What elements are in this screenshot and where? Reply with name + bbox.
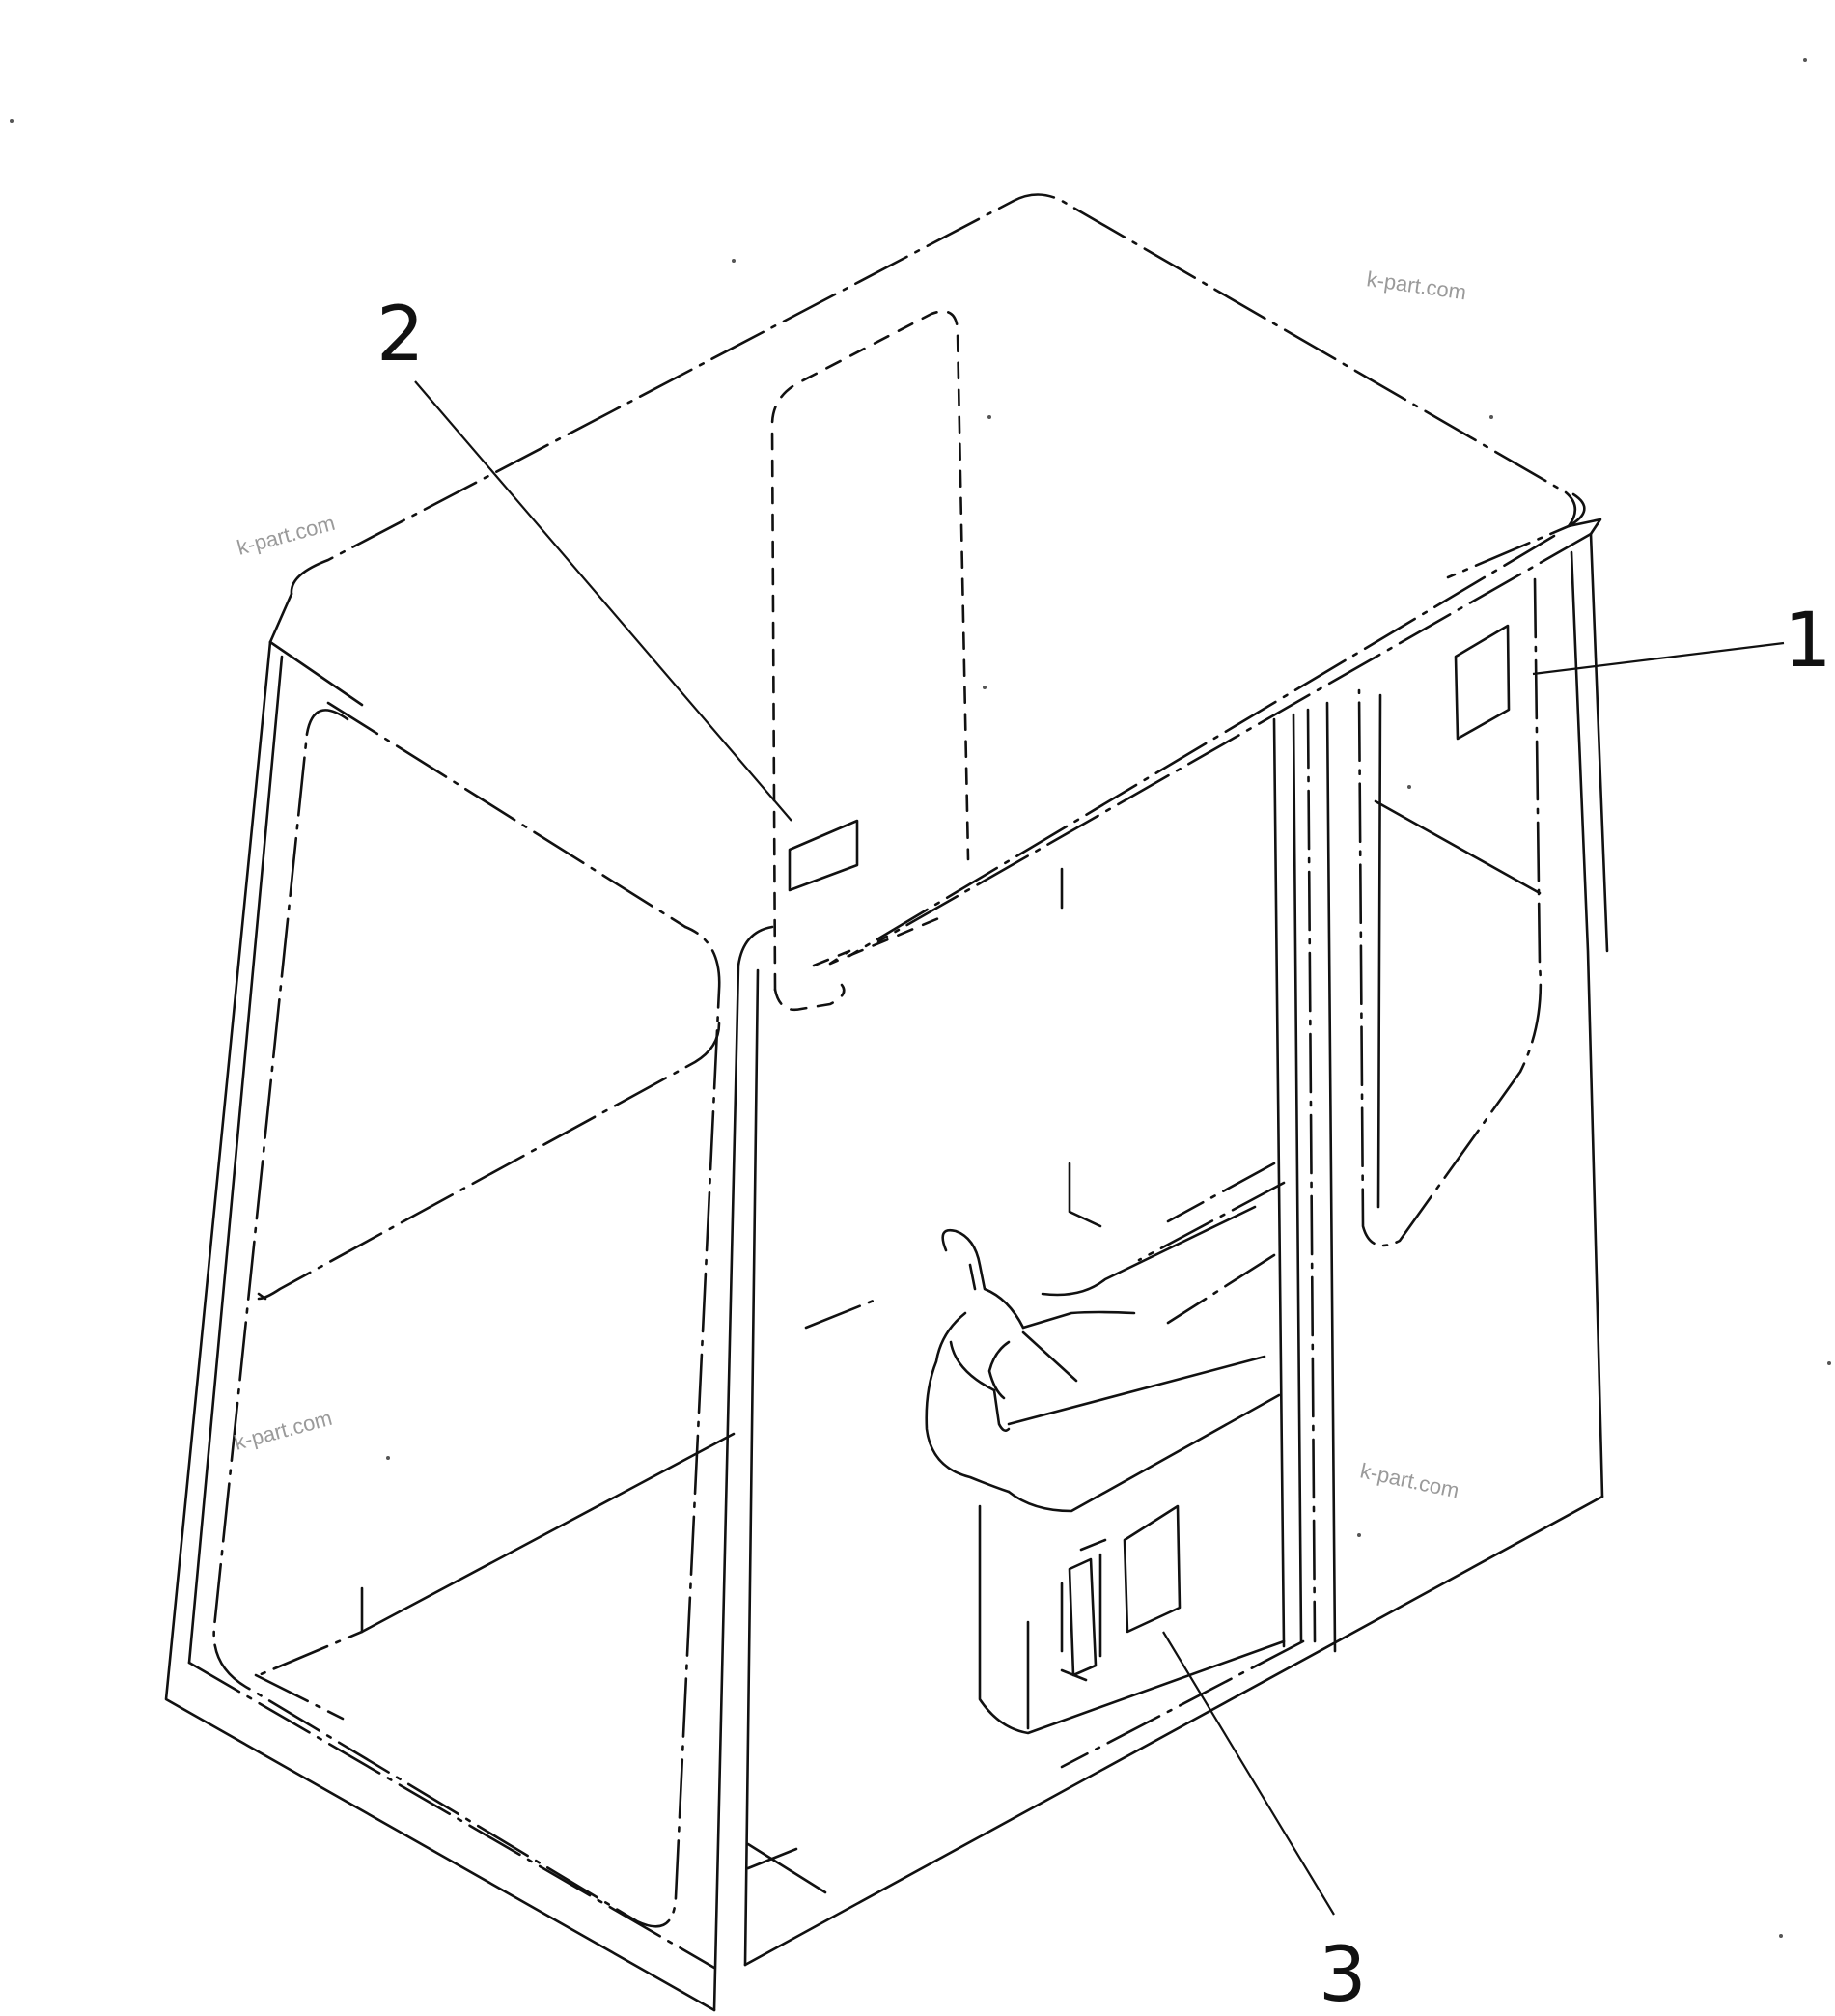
cab-front-frame: [164, 640, 774, 2012]
watermark: k-part.com: [235, 511, 338, 560]
leader-1: [1532, 641, 1785, 676]
leader-3: [1162, 1631, 1335, 1916]
leader-2: [414, 380, 792, 822]
callout-3: 3: [1319, 1932, 1367, 2016]
decal-1: [1454, 624, 1511, 741]
leader-lines: [414, 380, 1785, 1916]
rear-window-hidden: [770, 310, 970, 1012]
cab-roof: [268, 193, 1602, 958]
scan-specks: [10, 58, 1831, 1938]
watermarks: k-part.com k-part.com k-part.com k-part.…: [232, 266, 1468, 1502]
watermark: k-part.com: [1365, 266, 1467, 304]
callout-1: 1: [1784, 598, 1832, 685]
operator-seat: [925, 1205, 1286, 1735]
callout-2: 2: [376, 292, 425, 378]
cab-side-panel: [743, 532, 1609, 1967]
watermark: k-part.com: [232, 1406, 335, 1455]
watermark: k-part.com: [1358, 1458, 1461, 1502]
callout-labels: 1 2 3: [376, 292, 1832, 2016]
decal-2: [788, 819, 859, 892]
decal-3: [1060, 1504, 1182, 1682]
